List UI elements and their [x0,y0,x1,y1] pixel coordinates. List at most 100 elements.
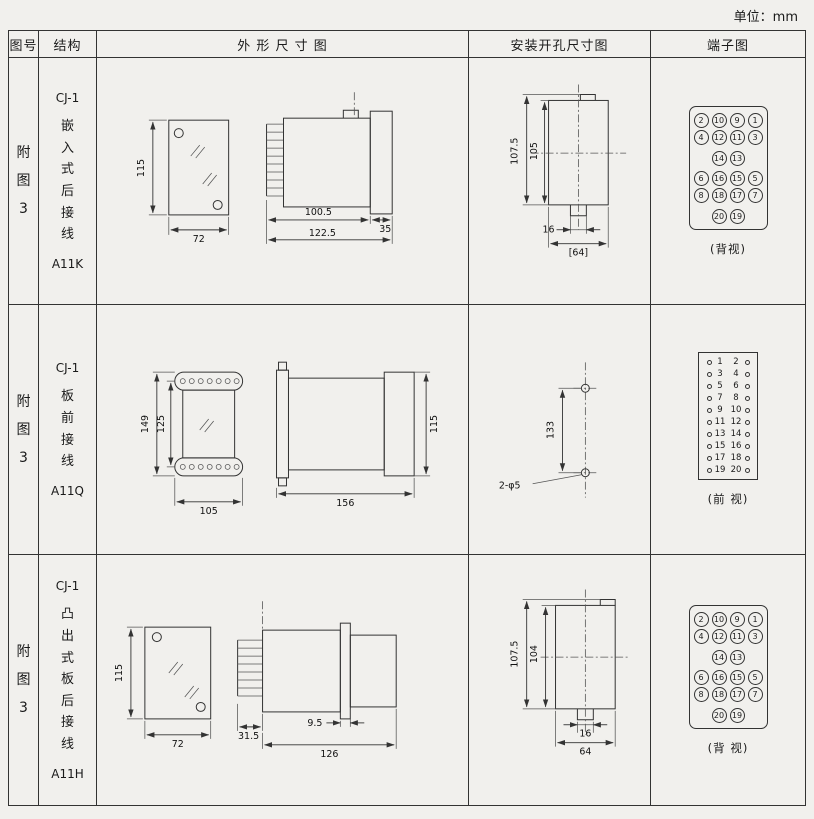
terminal-dot [744,395,750,401]
terminal-number: 19 [714,464,726,475]
mounting-drawing-a11q: 133 2-φ5 [499,361,598,498]
char: 凸 [60,607,74,623]
terminal-number: 18 [730,452,742,463]
structure-cell-r1: CJ-1 嵌入式后接线 A11K [39,58,97,305]
char: 后 [60,693,74,709]
char: 线 [60,454,74,470]
dim-label: 122.5 [309,228,336,239]
terminal-dot [744,359,750,365]
dim-label: 105 [529,142,540,160]
dim-label: 72 [172,739,184,750]
char: 线 [60,227,74,243]
outline-cell-r3: 115 72 31.5 [97,555,469,805]
char: 板 [60,389,74,405]
terminal-pin: 14 [711,649,727,665]
dim-label: 105 [200,505,218,516]
char: 图 [16,173,31,189]
front-view: 115 72 [136,119,230,245]
terminal-caption: (前 视) [707,492,749,506]
terminal-pin: 5 [747,669,763,685]
dim-label: 35 [379,224,391,235]
terminal-pin: 1 [747,112,763,128]
char: 接 [60,715,74,731]
dim-label: 133 [546,420,557,438]
char: 接 [60,205,74,221]
terminal-pin: 5 [747,170,763,186]
terminal-pin: 8 [693,187,709,203]
unit-label: 单位：mm [733,10,798,25]
terminal-dot [706,431,712,437]
terminal-number: 2 [733,356,739,367]
char: 入 [60,140,74,156]
mounting-drawing-a11h: 107.5 104 16 64 [510,589,631,758]
terminal-number: 6 [733,380,739,391]
terminal-number: 1 [717,356,723,367]
side-view: 31.5 9.5 126 [237,601,397,760]
terminal-dot [706,371,712,377]
terminal-pin: 8 [693,686,709,702]
terminal-pin: 10 [711,112,727,128]
char: 后 [60,184,74,199]
terminal-dot [706,407,712,413]
header-outline: 外 形 尺 寸 图 [97,31,469,58]
terminal-number: 12 [730,416,742,427]
terminal-pin: 11 [729,628,745,644]
outline-cell-r2: 149 125 105 156 [97,305,469,555]
terminal-caption: (背 视) [707,740,749,755]
mounting-drawing-a11k: 107.5 105 16 [64] [510,84,627,259]
terminal-dot [744,407,750,413]
hole-label: 2-φ5 [499,480,521,491]
char: 线 [60,737,74,753]
model-code: A11H [51,766,84,781]
terminal-number: 14 [730,428,742,439]
structure-cell-r3: CJ-1 凸出式板后接线 A11H [39,555,97,805]
structure-text: 板前接线 [61,386,74,473]
terminal-number: 7 [717,392,723,403]
terminal-pin: 18 [711,686,727,702]
char: 附 [16,393,31,410]
mounting-cell-r2: 133 2-φ5 [469,305,651,555]
terminal-caption: (背视) [710,241,746,256]
char: 接 [60,432,74,448]
terminal-pin: 2 [693,611,709,627]
terminal-pin: 10 [711,611,727,627]
dim-label: 126 [320,749,338,760]
dim-label: 156 [336,497,354,508]
dim-label: 104 [529,645,540,663]
dim-label: 107.5 [510,138,521,165]
outline-drawing-a11q: 149 125 105 156 [140,361,440,516]
terminal-dot [744,467,750,473]
char: 式 [60,650,74,666]
front-view: 115 72 [114,626,212,750]
terminal-pin: 2 [693,112,709,128]
structure-text: 凸出式板后接线 [61,604,74,755]
char: 附 [16,644,31,660]
terminal-pin: 4 [693,628,709,644]
terminal-dot [706,467,712,473]
terminal-pin: 7 [747,187,763,203]
char: 附 [16,145,31,161]
terminal-dot [744,371,750,377]
terminal-number: 4 [733,368,739,379]
model-label: CJ-1 [55,579,80,594]
terminal-pin: 14 [711,150,727,166]
terminal-pin: 20 [711,707,727,723]
